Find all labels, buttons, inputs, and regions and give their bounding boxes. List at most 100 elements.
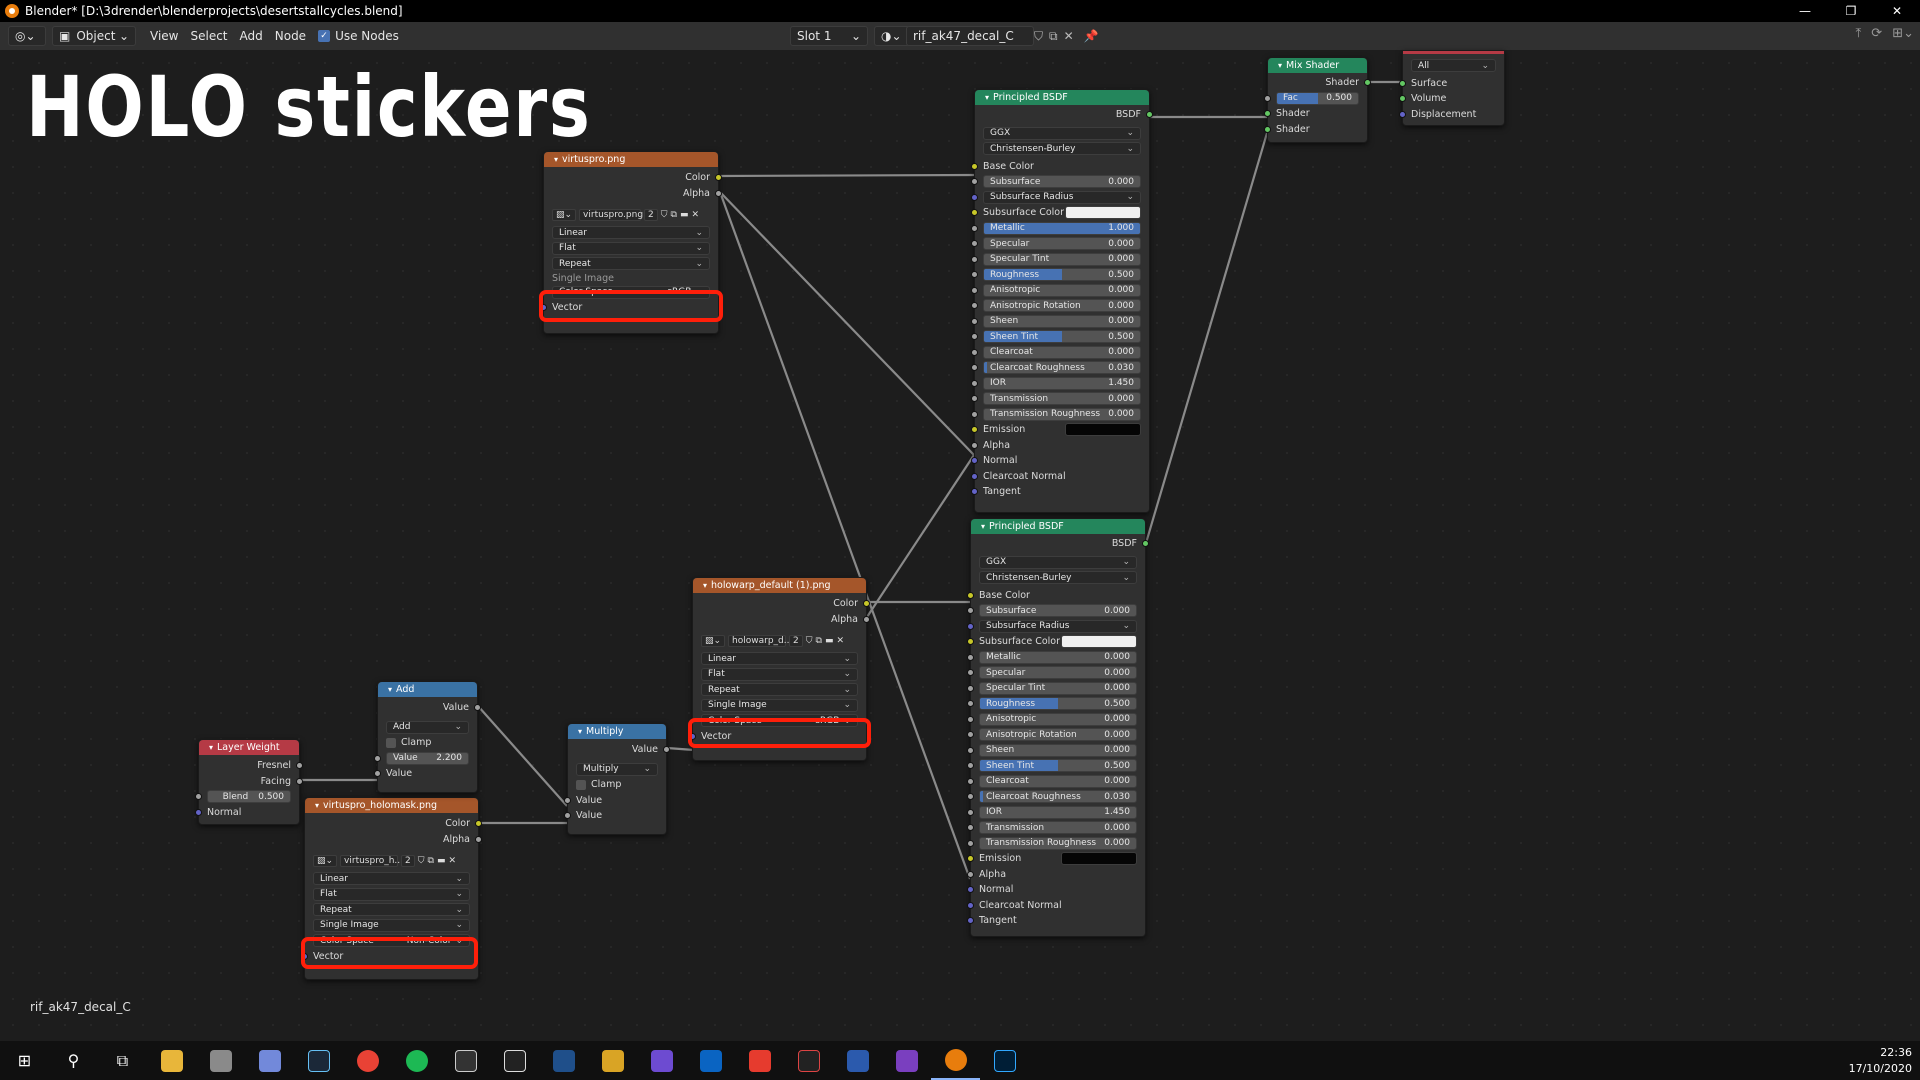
pin-icon[interactable]: 📌 xyxy=(1083,29,1099,43)
socket-dot[interactable] xyxy=(1399,110,1406,118)
duplicate-icon[interactable]: ⧉ xyxy=(427,855,434,866)
socket-dot[interactable] xyxy=(475,835,482,843)
socket-dot[interactable] xyxy=(1399,79,1406,87)
socket-dot[interactable] xyxy=(971,271,978,279)
node-header[interactable]: Principled BSDF xyxy=(971,519,1145,534)
interpolation-dropdown[interactable]: Linear xyxy=(701,652,858,666)
node-header[interactable]: Mix Shader xyxy=(1268,58,1367,73)
node-principled-bsdf-1[interactable]: Principled BSDF BSDF GGX Christensen-Bur… xyxy=(971,89,1153,513)
node-header[interactable]: Layer Weight xyxy=(199,740,299,755)
socket-dot[interactable] xyxy=(971,333,978,341)
color-swatch[interactable] xyxy=(1065,423,1141,437)
socket-dot[interactable] xyxy=(971,286,978,294)
socket-dot[interactable] xyxy=(971,209,978,217)
taskbar-app-2[interactable] xyxy=(196,1041,245,1080)
fake-user-icon[interactable]: ⛉ xyxy=(660,209,668,220)
taskbar-clock[interactable]: 22:36 17/10/2020 xyxy=(1849,1045,1912,1077)
socket-dot[interactable] xyxy=(967,700,974,708)
close-button[interactable]: ✕ xyxy=(1891,4,1903,18)
fake-user-icon[interactable]: ⛉ xyxy=(1034,28,1044,43)
image-browse-icon[interactable]: ▨⌄ xyxy=(552,208,577,221)
node-header[interactable]: Principled BSDF xyxy=(975,90,1149,105)
node-header[interactable]: virtuspro.png xyxy=(544,152,718,167)
node-editor-canvas[interactable] xyxy=(0,50,1920,1041)
projection-dropdown[interactable]: Flat xyxy=(552,241,710,255)
material-browse-button[interactable]: ◑⌄ xyxy=(874,26,910,46)
unlink-icon[interactable]: ✕ xyxy=(1063,29,1074,43)
source-dropdown[interactable]: Single Image xyxy=(701,698,858,712)
duplicate-icon[interactable]: ⧉ xyxy=(670,209,677,220)
extension-dropdown[interactable]: Repeat xyxy=(701,683,858,697)
socket-dot[interactable] xyxy=(971,457,978,465)
socket-dot[interactable] xyxy=(971,317,978,325)
use-nodes-toggle[interactable]: ✓ Use Nodes xyxy=(312,26,405,46)
editor-type-button[interactable]: ◎⌄ xyxy=(8,26,46,46)
socket-dot[interactable] xyxy=(296,777,303,785)
taskbar-photoshop[interactable] xyxy=(980,1041,1029,1080)
interpolation-dropdown[interactable]: Linear xyxy=(313,872,470,886)
socket-dot[interactable] xyxy=(967,917,974,925)
taskbar-app-purple[interactable] xyxy=(637,1041,686,1080)
taskbar-app-blue[interactable] xyxy=(539,1041,588,1080)
socket-dot[interactable] xyxy=(971,426,978,434)
slot-dropdown[interactable]: Slot 1 ⌄ xyxy=(790,26,868,46)
socket-dot[interactable] xyxy=(1264,125,1271,133)
socket-dot[interactable] xyxy=(296,762,303,770)
vector-field[interactable]: Subsurface Radius xyxy=(983,190,1141,204)
menu-node[interactable]: Node xyxy=(274,29,307,43)
image-browse-icon[interactable]: ▨⌄ xyxy=(313,854,338,867)
node-header[interactable]: Multiply xyxy=(568,724,666,739)
taskbar-steam[interactable] xyxy=(294,1041,343,1080)
image-name[interactable]: virtuspro_h... xyxy=(340,854,403,867)
socket-dot[interactable] xyxy=(967,607,974,615)
node-header[interactable]: Add xyxy=(378,682,477,697)
socket-dot[interactable] xyxy=(967,870,974,878)
taskbar-chrome[interactable] xyxy=(343,1041,392,1080)
socket-dot[interactable] xyxy=(967,669,974,677)
node-image-texture-virtuspro[interactable]: virtuspro.png Color Alpha ▨⌄ virtuspro.p… xyxy=(540,151,722,334)
socket-dot[interactable] xyxy=(967,731,974,739)
image-browse-icon[interactable]: ▨⌄ xyxy=(701,634,726,647)
taskbar-app-dark[interactable] xyxy=(784,1041,833,1080)
taskbar-outlook[interactable] xyxy=(686,1041,735,1080)
fake-user-icon[interactable]: ⛉ xyxy=(417,855,425,866)
socket-dot[interactable] xyxy=(474,704,481,712)
unlink-icon[interactable]: ✕ xyxy=(448,855,457,866)
task-view-button[interactable]: ⧉ xyxy=(98,1041,147,1080)
socket-dot[interactable] xyxy=(967,591,974,599)
socket-dot[interactable] xyxy=(971,488,978,496)
socket-dot[interactable] xyxy=(564,796,571,804)
socket-dot[interactable] xyxy=(971,348,978,356)
image-selector[interactable]: ▨⌄ holowarp_d... 2 ⛉ ⧉ ▬ ✕ xyxy=(693,633,866,648)
socket-dot[interactable] xyxy=(971,379,978,387)
taskbar-app-red[interactable] xyxy=(735,1041,784,1080)
socket-dot[interactable] xyxy=(1264,110,1271,118)
socket-dot[interactable] xyxy=(663,746,670,754)
search-button[interactable]: ⚲ xyxy=(49,1041,98,1080)
unlink-icon[interactable]: ✕ xyxy=(836,635,845,646)
socket-dot[interactable] xyxy=(971,224,978,232)
distribution-dropdown[interactable]: GGX xyxy=(983,126,1141,140)
socket-dot[interactable] xyxy=(971,410,978,418)
clamp-row[interactable]: Clamp xyxy=(568,777,666,793)
vector-field[interactable]: Subsurface Radius xyxy=(979,619,1137,633)
socket-dot[interactable] xyxy=(475,820,482,828)
duplicate-icon[interactable]: ⧉ xyxy=(1049,28,1058,43)
socket-dot[interactable] xyxy=(1142,540,1149,548)
taskbar-explorer[interactable] xyxy=(147,1041,196,1080)
socket-dot[interactable] xyxy=(967,855,974,863)
socket-dot[interactable] xyxy=(971,162,978,170)
